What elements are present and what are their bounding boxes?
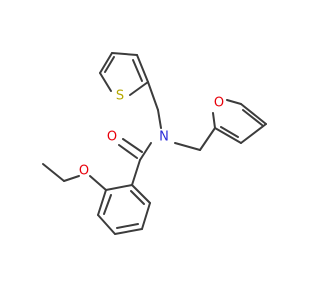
- bond-furan-c5-c4: [240, 103, 267, 125]
- bond-benzene-c2-ether-o: [89, 175, 107, 191]
- carbonyl-oxygen-atom-label: O: [107, 130, 117, 145]
- bond-thiophene-c3-c2: [136, 54, 149, 83]
- bond-n-ch2: [174, 142, 201, 151]
- bond-furan-o-c5: [226, 99, 242, 105]
- bond-benzene-c4-c5: [114, 228, 143, 235]
- bond-ether-o-ch2: [63, 175, 80, 182]
- bond-benzene-c1-c2: [105, 184, 133, 191]
- bond-thiophene-c2-s: [129, 81, 149, 96]
- bond-ch2-n: [157, 109, 162, 129]
- bond-furan-c2-o: [212, 112, 216, 129]
- bond-benzene-c2-c3: [97, 189, 107, 216]
- bond-furan-c3-c2: [214, 127, 242, 144]
- bond-lines: [42, 52, 267, 235]
- nitrogen-atom-label: N: [159, 130, 169, 145]
- bond-n-carbonyl-c: [139, 142, 152, 161]
- molecule-structure-diagram: S O N O O: [0, 0, 300, 300]
- bond-furan-c3-c2-double: [220, 126, 239, 138]
- bond-benzene-c4-c5-double: [116, 223, 139, 229]
- bond-carbonyl-double-2: [122, 138, 143, 153]
- bond-ethyl-ch2-ch3: [42, 163, 65, 182]
- sulfur-atom-label: S: [116, 89, 124, 104]
- bond-thiophene-c5-c4: [99, 52, 113, 74]
- bond-thiophene-c3-c2-double: [132, 59, 143, 82]
- bond-furan-c5-c4-double: [242, 109, 263, 126]
- background: [0, 0, 300, 300]
- bond-c2-ch2: [147, 81, 159, 111]
- bond-thiophene-c4-c3: [111, 52, 138, 56]
- bond-benzene-c5-c6: [141, 202, 151, 230]
- furan-oxygen-atom-label: O: [214, 96, 224, 111]
- bond-benzene-c3-c4: [97, 214, 116, 235]
- ether-oxygen-atom-label: O: [79, 164, 89, 179]
- bond-thiophene-s-c5: [99, 72, 112, 92]
- atom-labels: S O N O O: [79, 89, 224, 179]
- bond-benzene-c2-c3-double: [103, 194, 112, 215]
- bond-thiophene-c5-c4-double: [104, 56, 115, 73]
- bond-benzene-c6-c1: [131, 184, 151, 204]
- bond-carbonyl-c-benzene: [131, 159, 141, 186]
- bond-benzene-c6-c1-double: [130, 190, 145, 205]
- bond-carbonyl-double-1: [118, 144, 138, 159]
- bond-furan-c4-c3: [240, 123, 267, 144]
- bond-ch2-furan-c2: [199, 127, 216, 151]
